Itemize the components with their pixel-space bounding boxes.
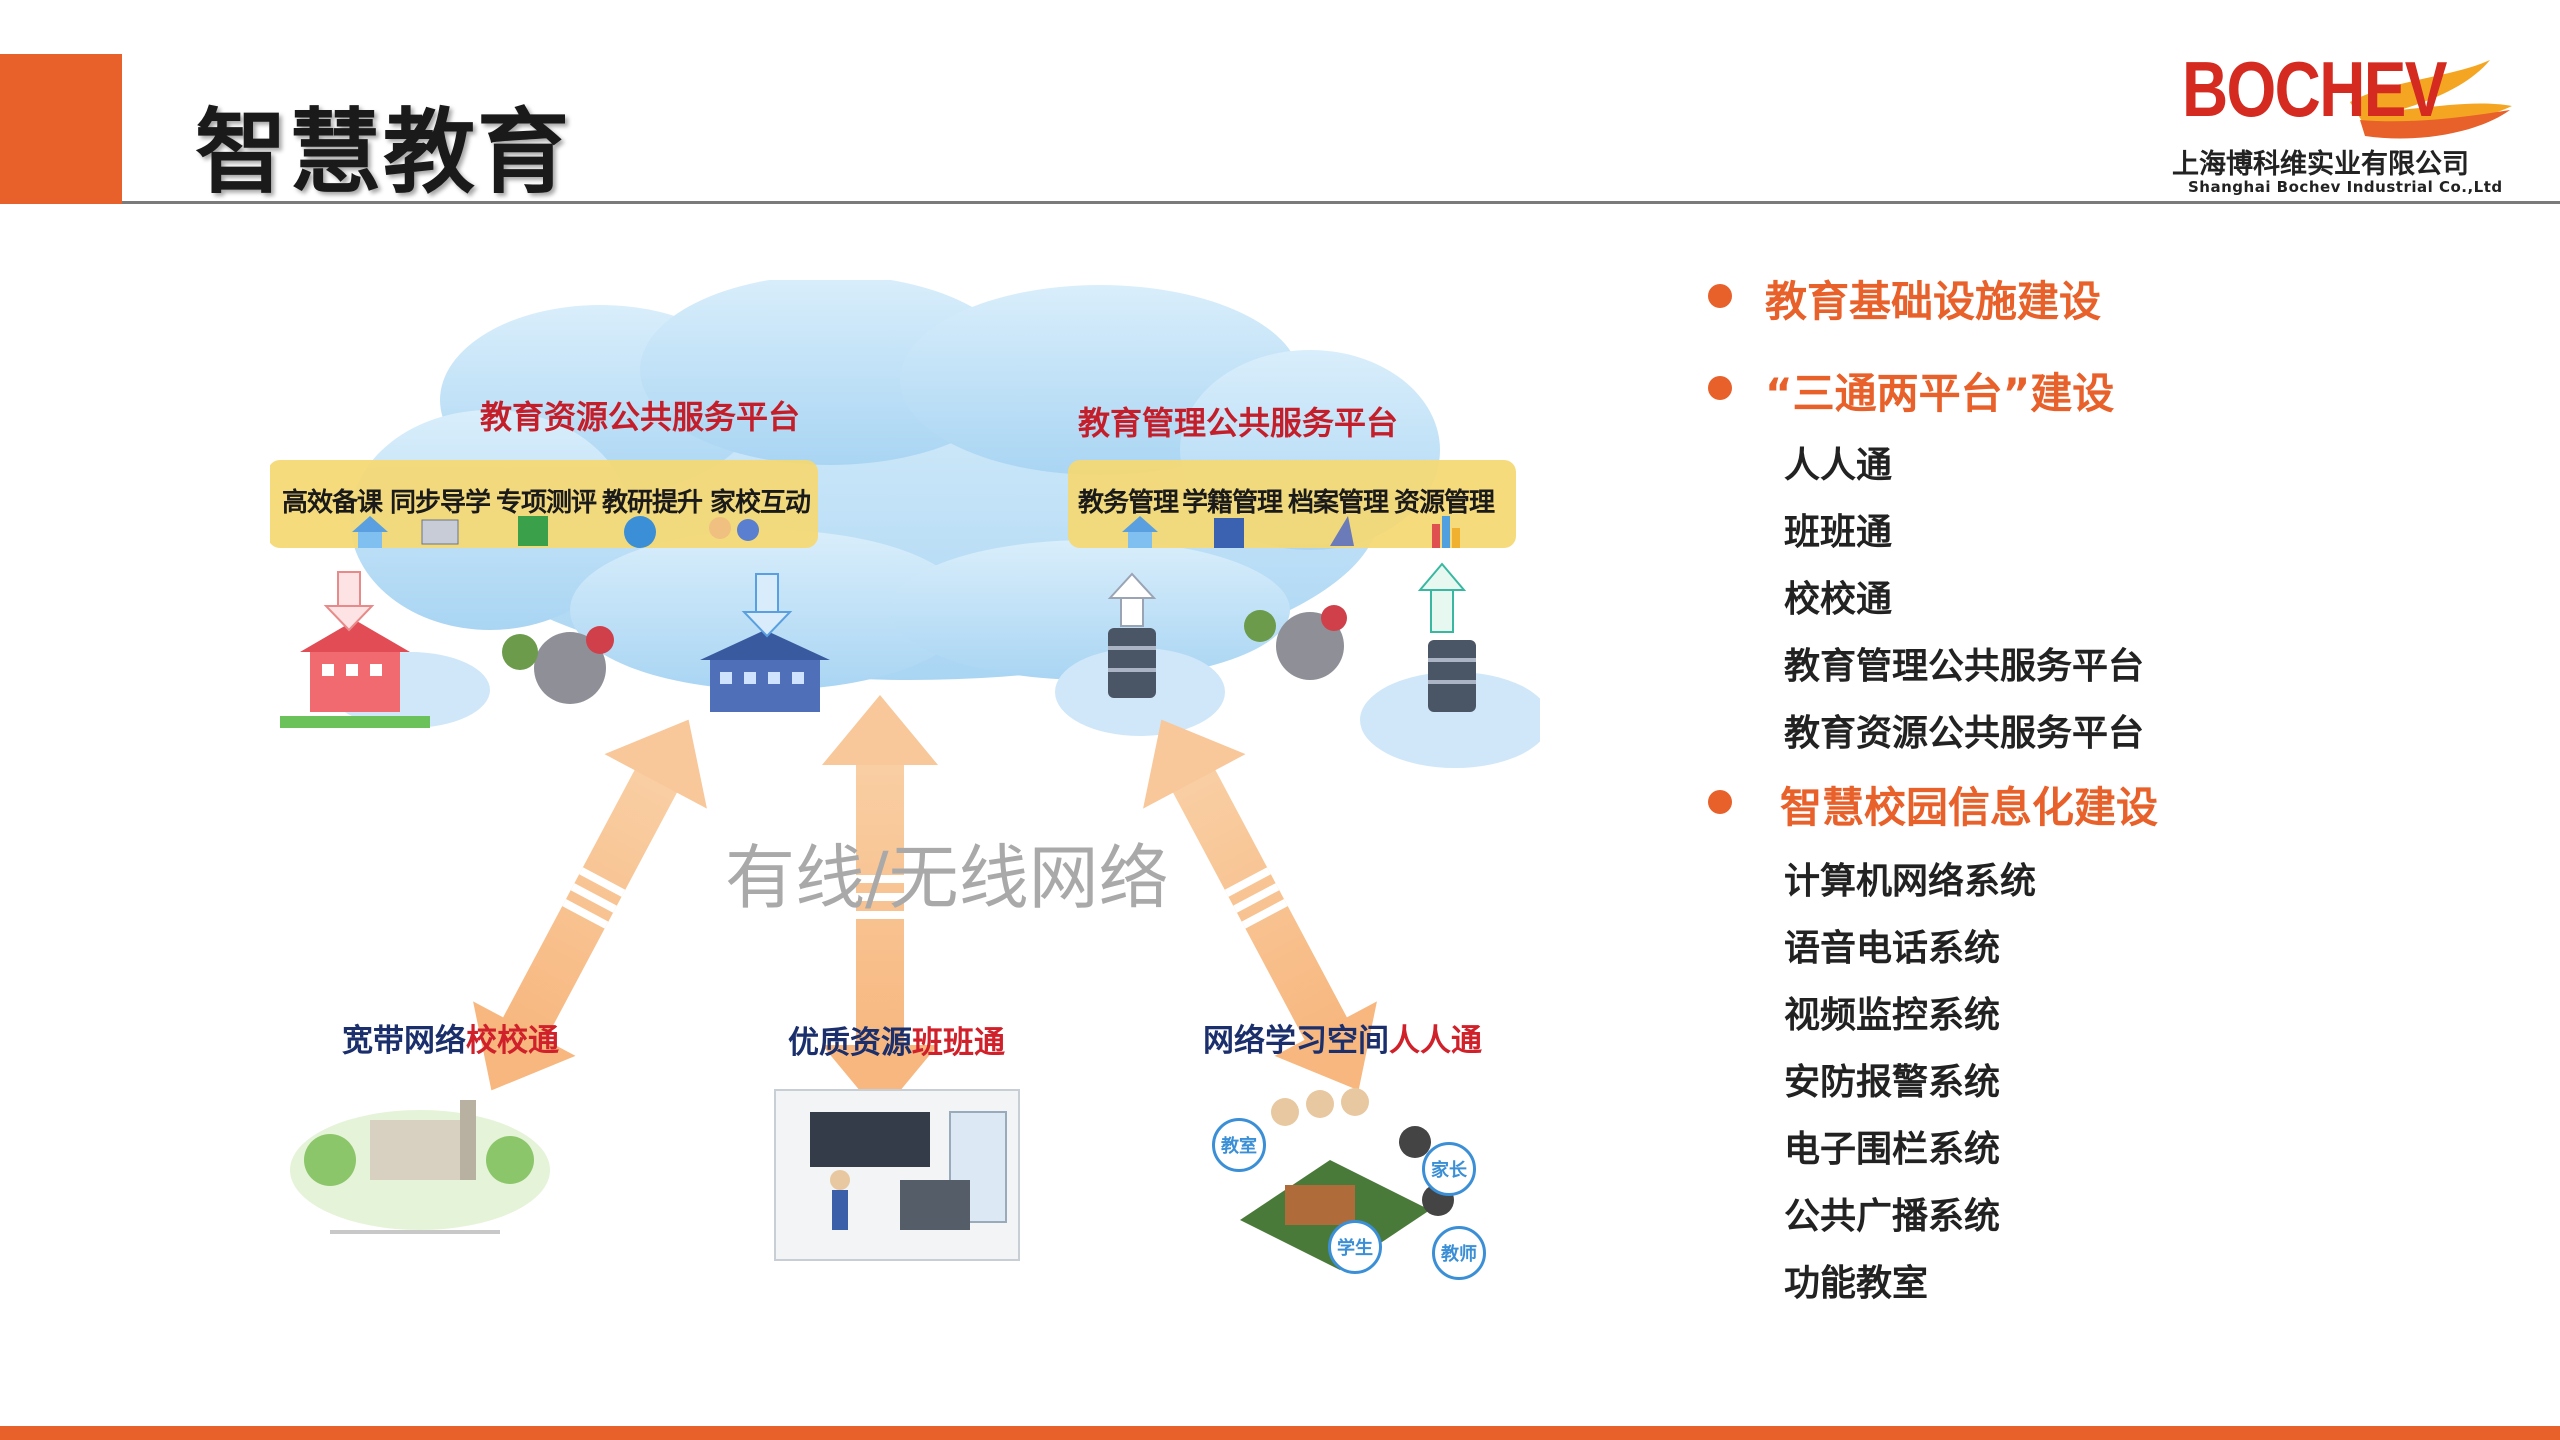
footer-bar (0, 1426, 2560, 1440)
logo-company-cn: 上海博科维实业有限公司 (2172, 149, 2469, 180)
logo-wordmark: BOCHEV (2182, 45, 2447, 133)
school-building-center (700, 630, 830, 712)
badge-student: 学生 (1328, 1220, 1382, 1274)
cloud-small-3 (1360, 672, 1540, 768)
list-item-management-platform: 教育管理公共服务平台 (1784, 646, 2145, 687)
small-arrow-right-up-2 (1417, 562, 1467, 633)
gear-cluster-left (502, 626, 614, 704)
small-arrow-left-down (323, 571, 375, 632)
tab-efficient-lesson-prep: 高效备课 (282, 488, 383, 518)
campus-illustration (290, 1100, 550, 1234)
small-arrow-center-down (741, 573, 793, 638)
bullet-dot-1 (1708, 284, 1732, 308)
list-item-school-to-school: 校校通 (1784, 579, 1893, 620)
tab-resources: 资源管理 (1394, 488, 1495, 518)
flame-icon (2350, 60, 2512, 139)
tab-home-school: 家校互动 (710, 488, 811, 518)
tab-icons (352, 516, 1460, 548)
list-item-electronic-fence: 电子围栏系统 (1784, 1129, 2001, 1170)
company-logo (2160, 40, 2540, 200)
list-item-public-broadcast: 公共广播系统 (1784, 1196, 2001, 1237)
server-left (1108, 628, 1156, 698)
network-label: 有线/无线网络 (725, 837, 1169, 919)
list-item-computer-network: 计算机网络系统 (1784, 861, 2037, 902)
left-tab-band (270, 460, 818, 548)
tab-archives: 档案管理 (1288, 488, 1389, 518)
bullet-infrastructure: 教育基础设施建设 (1765, 277, 2102, 326)
tab-synchronous-guidance: 同步导学 (390, 488, 491, 518)
tab-student-records: 学籍管理 (1182, 488, 1283, 518)
list-item-resource-platform: 教育资源公共服务平台 (1784, 713, 2145, 754)
tab-teaching-research: 教研提升 (602, 488, 703, 518)
double-arrow-right (1143, 719, 1377, 1091)
badge-teacher: 教师 (1432, 1226, 1486, 1280)
bullet-dot-3 (1708, 790, 1732, 814)
badge-classroom: 教室 (1212, 1118, 1266, 1172)
label-person-to-person: 网络学习空间人人通 (1203, 1023, 1482, 1059)
education-diagram: 教育资源公共服务平台 教育管理公共服务平台 高效备课 同步导学 专项测评 教研提… (270, 280, 1540, 1280)
list-item-video-surveillance: 视频监控系统 (1784, 995, 2001, 1036)
double-arrow-left (473, 719, 707, 1091)
list-item-voice-phone: 语音电话系统 (1784, 928, 2001, 969)
school-building-left (280, 620, 430, 728)
list-item-security-alarm: 安防报警系统 (1784, 1062, 2001, 1103)
list-item-function-classroom: 功能教室 (1784, 1263, 1929, 1304)
badge-parent: 家长 (1422, 1142, 1476, 1196)
server-right (1428, 640, 1476, 712)
classroom-illustration (774, 1089, 1020, 1261)
right-platform-title: 教育管理公共服务平台 (1078, 404, 1399, 442)
logo-company-en: Shanghai Bochev Industrial Co.,Ltd (2188, 178, 2503, 196)
bullet-smart-campus: 智慧校园信息化建设 (1780, 783, 2159, 832)
page-title: 智慧教育 (195, 99, 572, 206)
bullet-three-links-two-platforms: “三通两平台”建设 (1765, 369, 2115, 418)
label-school-to-school: 宽带网络校校通 (342, 1023, 559, 1059)
left-platform-title: 教育资源公共服务平台 (480, 398, 801, 436)
list-item-class-to-class: 班班通 (1784, 512, 1893, 553)
double-arrow-center (822, 695, 938, 1115)
tab-special-assessment: 专项测评 (496, 488, 597, 518)
header-accent-block (0, 54, 122, 204)
bullet-dot-2 (1708, 376, 1732, 400)
header-rule (122, 201, 2560, 204)
tab-academic-affairs: 教务管理 (1078, 488, 1179, 518)
diagram-graphics (270, 280, 1540, 1270)
gear-cluster-right (1244, 605, 1347, 680)
label-class-to-class: 优质资源班班通 (788, 1025, 1005, 1061)
right-tab-band (1068, 460, 1516, 548)
small-arrow-right-up-1 (1107, 572, 1157, 627)
list-item-person-to-person: 人人通 (1784, 445, 1893, 486)
